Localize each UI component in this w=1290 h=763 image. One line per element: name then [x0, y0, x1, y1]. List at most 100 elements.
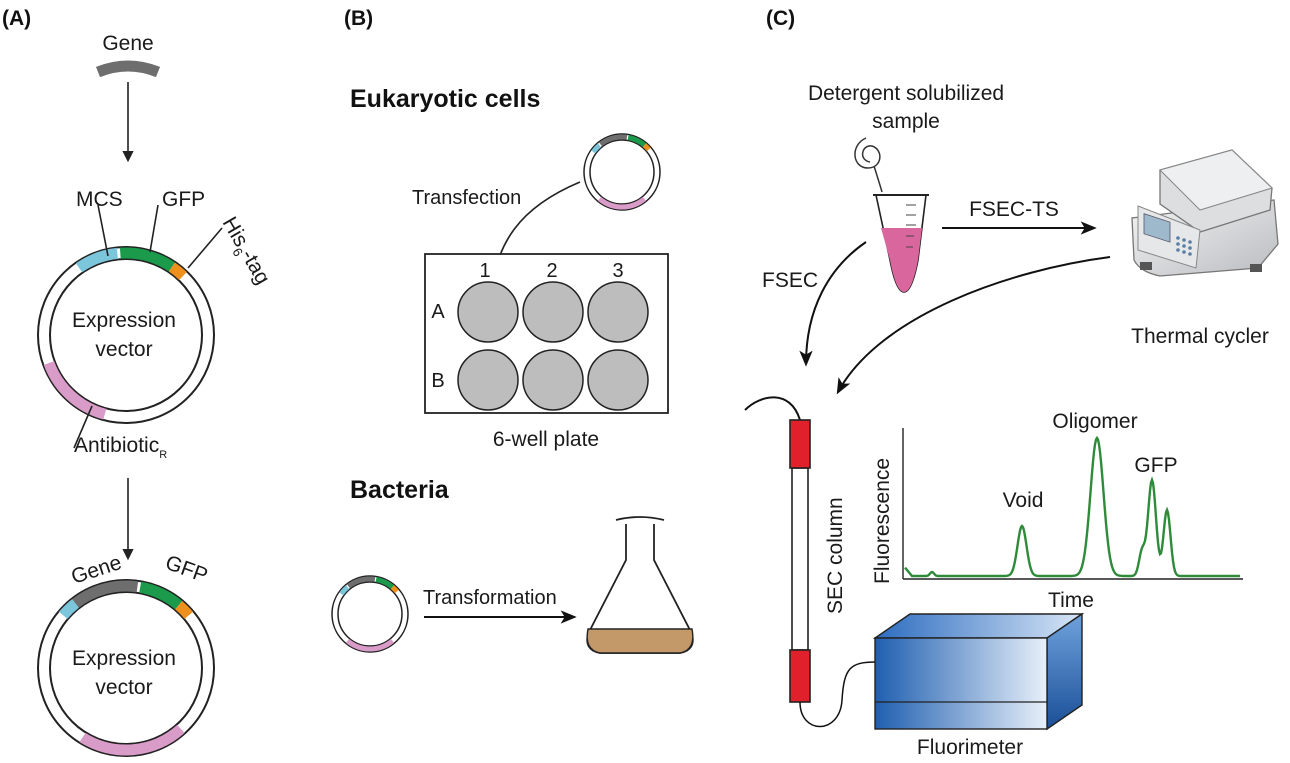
fsec-arrow [799, 241, 867, 367]
column-inlet-tubing [744, 396, 801, 421]
gene-label: Gene [102, 32, 153, 55]
fluorimeter-label: Fluorimeter [917, 736, 1023, 759]
vector2-label-line2: vector [95, 676, 152, 699]
antibiotic-segment [43, 360, 107, 420]
vector2-outer-ring [37, 579, 215, 757]
plasmid-top-gene [598, 134, 628, 147]
vector2-label-line1: Expression [72, 647, 176, 670]
sample-tube [854, 137, 929, 293]
plasmid-bottom-his [390, 585, 399, 594]
column-top-cap [789, 419, 811, 469]
vector-label-line1: Expression [72, 309, 176, 332]
plate-label: 6-well plate [493, 428, 599, 451]
his-tag-segment [168, 262, 187, 281]
chromatogram [902, 428, 1243, 580]
mcs-segment-2 [58, 599, 79, 619]
peak-label-oligomer: Oligomer [1052, 410, 1137, 433]
cycler-foot-left [1140, 262, 1152, 270]
plasmid-bottom-gfp [375, 577, 395, 590]
expression-vector-1 [37, 246, 215, 424]
well-a3 [587, 281, 649, 343]
antibiotic-label: AntibioticR [74, 434, 167, 461]
vector2-inner-ring [49, 591, 203, 745]
sec-column [744, 396, 877, 728]
cycler-keypad [1176, 236, 1192, 256]
gfp2-label: GFP [162, 551, 210, 587]
gene-segment-2 [72, 580, 139, 608]
row-label-b: B [431, 370, 444, 392]
plasmid-bottom-outer [331, 575, 409, 653]
plasmid-top-gfp [627, 135, 647, 148]
peak-label-void: Void [1003, 489, 1044, 512]
panel-b-label: (B) [344, 7, 373, 30]
fluorescence-trace [904, 435, 1240, 578]
small-plasmid-bottom [331, 575, 409, 653]
well-a2 [522, 281, 584, 343]
fluorimeter-top [872, 613, 1085, 639]
panel-c-label: (C) [766, 7, 795, 30]
vector-outer-ring [37, 246, 215, 424]
mcs-segment [75, 247, 119, 273]
sample-label-line1: Detergent solubilized [808, 82, 1004, 105]
plasmid-bottom-antibiotic [345, 638, 395, 652]
col-label-2: 2 [546, 260, 557, 282]
peak-label-gfp: GFP [1134, 454, 1177, 477]
transfection-label: Transfection [412, 187, 521, 209]
fluorescence-axis-label: Fluorescence [871, 458, 894, 584]
antibiotic-subscript: R [159, 449, 167, 461]
plasmid-top-his [642, 143, 651, 152]
gfp-segment-2 [139, 581, 183, 610]
tube-hinge [873, 165, 883, 193]
thermal-cycler-label: Thermal cycler [1131, 325, 1269, 348]
row-label-a: A [431, 301, 445, 323]
well-b1 [457, 349, 519, 411]
transformation-label: Transformation [423, 587, 557, 609]
bacteria-heading: Bacteria [350, 476, 450, 504]
tube-liquid [881, 228, 922, 292]
his-tag-label: His6-tag [218, 213, 275, 288]
fsec-label: FSEC [762, 269, 818, 292]
column-bottom-cap [789, 649, 811, 703]
plasmid-top-mcs [591, 143, 602, 154]
mcs-leader [97, 204, 109, 257]
cycler-screen [1143, 213, 1171, 243]
col-label-3: 3 [612, 260, 623, 282]
time-axis-label: Time [1048, 589, 1094, 612]
gene-fragment [95, 60, 161, 78]
tube-graduations [906, 204, 916, 248]
expression-vector-2 [37, 579, 215, 757]
his-text: His [218, 213, 253, 251]
sample-label-line2: sample [872, 110, 940, 133]
vector-label-line2: vector [95, 338, 152, 361]
plasmid-bottom-mcs [339, 585, 350, 596]
small-plasmid-top [583, 133, 661, 211]
flask-rim [615, 516, 665, 521]
gfp-label: GFP [162, 188, 205, 211]
tube-cap [854, 137, 881, 169]
plasmid-bottom-inner [337, 581, 403, 647]
antibiotic-segment-2 [79, 724, 185, 756]
plasmid-top-inner [589, 139, 655, 205]
gfp-leader [149, 204, 159, 253]
erlenmeyer-flask [586, 516, 694, 654]
mcs-label: MCS [76, 188, 123, 211]
col-label-1: 1 [479, 260, 490, 282]
panel-a-label: (A) [2, 7, 31, 30]
fsec-ts-label: FSEC-TS [969, 198, 1059, 221]
column-body [791, 467, 809, 651]
plasmid-top-outer [583, 133, 661, 211]
fluorimeter-front [874, 637, 1048, 730]
cycler-lid-top [1159, 149, 1273, 211]
plasmid-bottom-gene [346, 576, 376, 589]
eukaryotic-heading: Eukaryotic cells [350, 85, 540, 113]
thermal-cycler [1131, 149, 1279, 277]
vector-inner-ring [49, 258, 203, 412]
gfp-segment [119, 247, 175, 272]
well-b3 [587, 349, 649, 411]
well-b2 [522, 349, 584, 411]
column-outlet-tubing [799, 661, 877, 728]
plasmid-top-antibiotic [597, 196, 647, 210]
his-segment-2 [175, 600, 194, 619]
cycler-to-column-arrow [836, 256, 1111, 395]
his-leader [187, 227, 223, 269]
